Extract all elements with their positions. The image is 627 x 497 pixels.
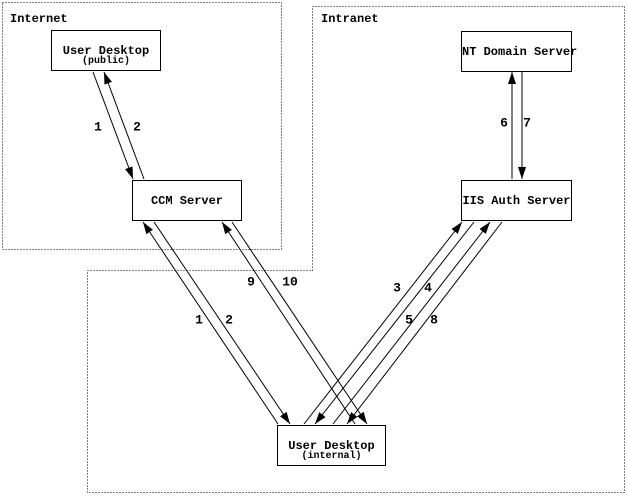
step-label-6: 6 bbox=[500, 115, 508, 131]
arrow-1-public-desktop-to-ccm bbox=[92, 71, 134, 180]
node-title: User Desktop bbox=[288, 438, 375, 453]
step-label-5: 5 bbox=[405, 312, 413, 328]
node-subtitle: (internal) bbox=[301, 450, 362, 462]
step-label-8: 8 bbox=[430, 312, 438, 328]
node-title: CCM Server bbox=[150, 193, 223, 208]
step-label-1-public: 1 bbox=[94, 119, 102, 135]
internet-region-label: Internet bbox=[10, 12, 68, 26]
arrow-3-internal-desktop-to-iis bbox=[303, 221, 463, 425]
arrow-1-internal-desktop-to-ccm bbox=[142, 221, 279, 425]
internet-region-border bbox=[2, 2, 282, 250]
arrow-4-iis-to-internal-desktop bbox=[314, 221, 475, 425]
step-label-9: 9 bbox=[247, 274, 255, 290]
arrow-10-ccm-to-internal-desktop bbox=[231, 221, 368, 425]
node-title: NT Domain Server bbox=[462, 44, 578, 59]
arrow-8-iis-to-internal-desktop bbox=[346, 221, 503, 425]
arrow-2-ccm-to-internal-desktop bbox=[153, 221, 291, 425]
step-label-2-public: 2 bbox=[133, 119, 141, 135]
step-label-7: 7 bbox=[523, 115, 531, 131]
step-label-4: 4 bbox=[424, 280, 432, 296]
node-nt-domain-server: NT Domain Server bbox=[461, 31, 578, 72]
node-user-desktop-internal: User Desktop (internal) bbox=[277, 425, 386, 466]
step-label-10: 10 bbox=[282, 274, 298, 290]
intranet-region-label: Intranet bbox=[321, 12, 379, 26]
step-label-1-internal: 1 bbox=[195, 312, 203, 328]
step-label-2-internal: 2 bbox=[225, 312, 233, 328]
node-user-desktop-public: User Desktop (public) bbox=[51, 30, 161, 71]
node-subtitle: (public) bbox=[81, 55, 130, 67]
node-iis-auth-server: IIS Auth Server bbox=[461, 180, 572, 221]
node-ccm-server: CCM Server bbox=[132, 180, 242, 221]
arrow-2-ccm-to-public-desktop bbox=[103, 71, 145, 180]
arrow-9-internal-desktop-to-ccm bbox=[221, 221, 356, 425]
arrow-5-internal-desktop-to-iis bbox=[332, 221, 491, 425]
intranet-region-border bbox=[87, 6, 625, 493]
node-title: IIS Auth Server bbox=[462, 193, 571, 208]
step-label-3: 3 bbox=[393, 280, 401, 296]
node-title: User Desktop bbox=[62, 43, 150, 58]
